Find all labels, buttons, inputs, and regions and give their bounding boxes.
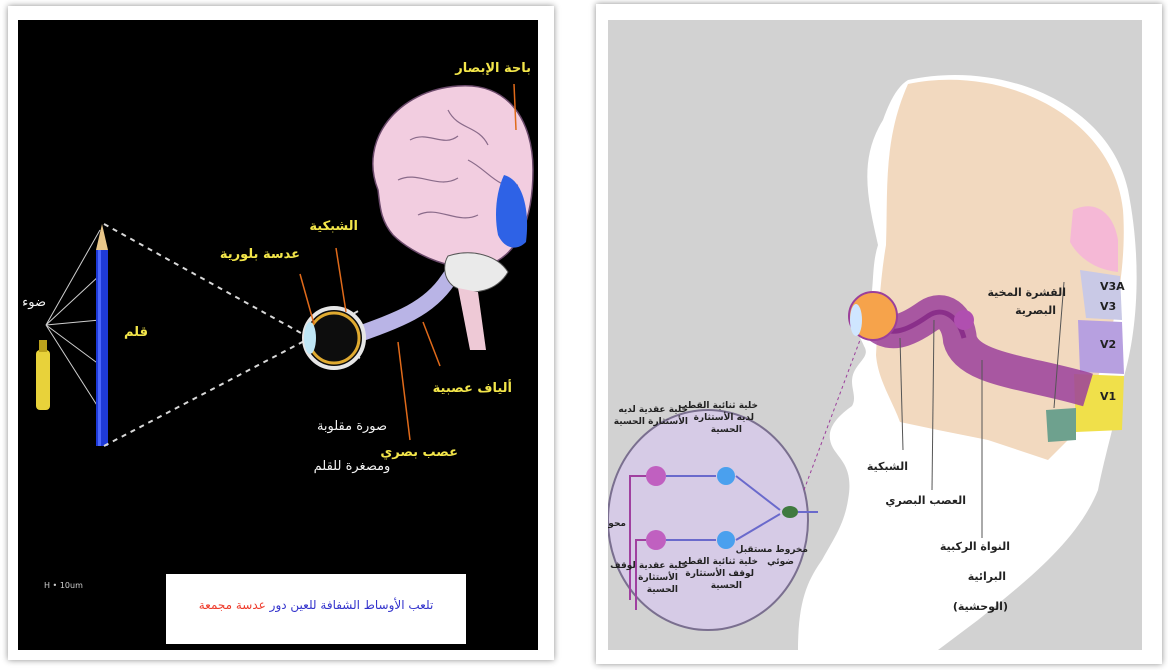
caption-part2: عدسة مجمعة <box>199 598 266 612</box>
eyeball-icon <box>849 292 897 340</box>
lateral-geniculate-nucleus <box>954 310 974 330</box>
label-lens: عدسة بلورية <box>220 247 300 262</box>
caption: تلعب الأوساط الشفافة للعين دور عدسة مجمع… <box>166 598 466 612</box>
label-lgn-line1: النواة الركبية <box>940 540 1010 553</box>
label-v2: V2 <box>1100 338 1116 351</box>
label-v3: V3 <box>1100 300 1116 313</box>
inset-bipolar-inhibit-line2: لوقف الأستثارة <box>685 567 754 579</box>
inset-bipolar-excite-line1: خلية ثنائية القطب <box>678 401 758 411</box>
eye-optics-illustration: باحة الإبصار الشبكية عدسة بلورية ضوء قلم… <box>18 20 538 650</box>
inset-cell-inhibit-line3: الحسية <box>647 585 678 595</box>
inset-cell-inhibit-line1: خلية عقدية لوقف <box>610 561 688 571</box>
eyeball-icon <box>304 308 364 368</box>
label-cortex-line2: البصرية <box>1015 304 1056 317</box>
eye-optics-diagram: باحة الإبصار الشبكية عدسة بلورية ضوء قلم… <box>18 20 538 650</box>
inset-bipolar-inhibit-line1: خلية ثنائية القطب <box>678 557 758 567</box>
visual-pathway-diagram: القشرة المخية البصرية V3A V3 V2 V1 الشبك… <box>608 20 1142 650</box>
label-retina: الشبكية <box>309 219 358 234</box>
light-bulb-icon <box>36 340 50 410</box>
label-image-line2: ومصغرة للقلم <box>314 459 391 474</box>
label-image-line1: صورة مقلوبة <box>317 419 387 434</box>
label-optic-nerve: عصب بصري <box>380 445 458 460</box>
label-pencil: قلم <box>124 325 148 340</box>
inset-cone-line2: ضوئي <box>767 557 794 567</box>
pencil-icon <box>96 224 108 446</box>
visual-pathway-illustration: القشرة المخية البصرية V3A V3 V2 V1 الشبك… <box>608 20 1142 650</box>
label-lgn-line3: (الوحشية) <box>953 600 1008 613</box>
label-lgn-line2: البرائية <box>968 570 1006 583</box>
label-cortex-line1: القشرة المخية <box>987 286 1066 299</box>
inset-axon: محوار <box>608 519 626 529</box>
caption-box: تلعب الأوساط الشفافة للعين دور عدسة مجمع… <box>166 574 466 644</box>
inset-bipolar-excite-line3: الحسية <box>711 425 742 435</box>
label-light: ضوء <box>22 295 46 310</box>
brain-icon <box>373 86 533 350</box>
inset-bipolar-excite-line2: لديه الأستثارة <box>694 411 754 423</box>
inset-bipolar-inhibit-line3: الحسية <box>711 581 742 591</box>
label-retina: الشبكية <box>867 460 908 473</box>
label-nerve-fibers: ألياف عصبية <box>433 379 512 396</box>
label-v3a: V3A <box>1100 280 1125 293</box>
inset-cell-excite-line2: الأستثارة الحسية <box>614 415 688 427</box>
label-v1: V1 <box>1100 390 1116 403</box>
label-visual-area: باحة الإبصار <box>454 61 531 76</box>
inset-cell-inhibit-line2: الأستثارة <box>638 571 678 583</box>
inset-cone-line1: مخروط مستقبل <box>736 545 808 555</box>
label-optic-nerve: العصب البصري <box>885 494 966 507</box>
footnote: H • 10um <box>44 581 83 590</box>
light-rays <box>46 230 100 410</box>
caption-part1: تلعب الأوساط الشفافة للعين دور <box>270 598 434 612</box>
